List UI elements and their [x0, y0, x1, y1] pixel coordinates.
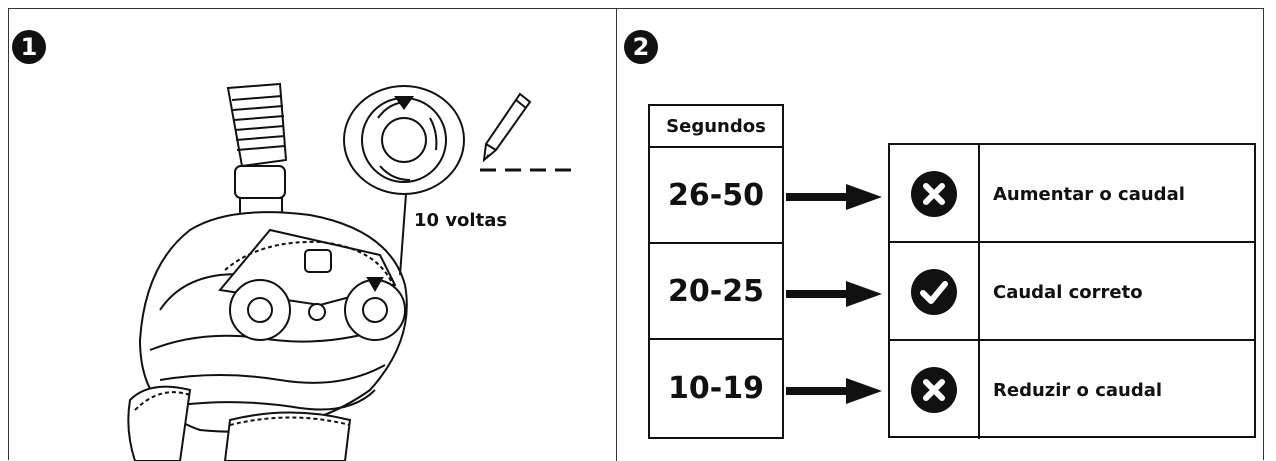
- mark-dashed-line: [480, 168, 576, 172]
- result-icon-cell-2: [890, 243, 980, 341]
- result-label-3: Reduzir o caudal: [993, 379, 1163, 401]
- x-icon: [911, 367, 957, 413]
- result-icon-cell-1: [890, 145, 980, 243]
- arrow-row-2: [786, 281, 882, 307]
- step-2-badge: 2: [624, 30, 658, 64]
- arrow-row-1: [786, 184, 882, 210]
- result-icon-cell-3: [890, 341, 980, 439]
- result-table: Aumentar o caudal Caudal correto Reduzir…: [888, 143, 1256, 439]
- pool-cleaner-illustration: [127, 82, 408, 461]
- x-icon: [911, 171, 957, 217]
- result-label-2: Caudal correto: [993, 281, 1143, 303]
- seconds-range-1: 26-50: [648, 146, 784, 244]
- row-separator: [890, 241, 1254, 243]
- step-1-number: 1: [20, 33, 38, 61]
- figure-frame: [8, 8, 1264, 460]
- result-row-1: Aumentar o caudal: [890, 145, 1254, 243]
- result-label-1: Aumentar o caudal: [993, 183, 1185, 205]
- seconds-range-2: 20-25: [648, 242, 784, 340]
- step-2-number: 2: [632, 33, 650, 61]
- result-row-3: Reduzir o caudal: [890, 341, 1254, 439]
- arrow-row-3: [786, 378, 882, 404]
- step-1-badge: 1: [12, 30, 46, 64]
- seconds-header: Segundos: [648, 104, 784, 148]
- row-separator: [890, 339, 1254, 341]
- result-row-2: Caudal correto: [890, 243, 1254, 341]
- seconds-range-3: 10-19: [648, 338, 784, 439]
- check-icon: [911, 269, 957, 315]
- wheel-zoom-bubble: [343, 85, 465, 276]
- turns-label: 10 voltas: [414, 210, 508, 231]
- panel-divider: [616, 8, 617, 461]
- pencil-icon: [482, 92, 532, 163]
